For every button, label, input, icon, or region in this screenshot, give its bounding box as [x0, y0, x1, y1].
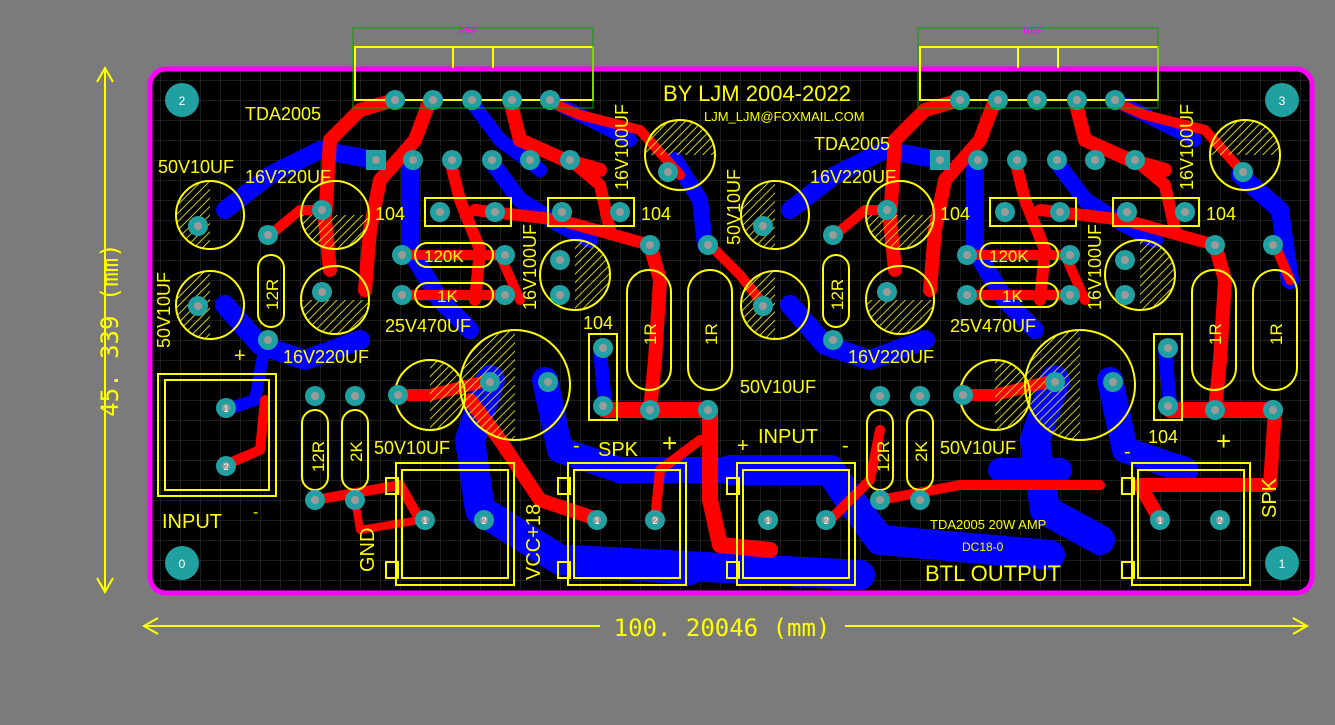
ref-outlines: REF REF [352, 26, 1159, 109]
pin-label: 1 [594, 516, 599, 526]
pin-label: 2 [652, 516, 657, 526]
cap-label-104-3: 104 [583, 313, 613, 333]
cap-label-50v10uf-2: 50V10UF [724, 169, 744, 245]
tda-label-left: TDA2005 [245, 104, 321, 124]
mounting-hole-label-1: 1 [1279, 557, 1286, 571]
ref-label-left: REF [458, 26, 478, 37]
res-label-1r-4: 1R [1267, 323, 1286, 345]
pin-label: 2 [823, 516, 828, 526]
cap-label-25v470uf-1: 25V470UF [385, 316, 471, 336]
pin-label: 2 [481, 516, 486, 526]
res-label-120k-2: 120K [989, 247, 1029, 266]
res-label-2k-2: 2K [912, 441, 931, 462]
cap-label-50v10uf-1: 50V10UF [158, 157, 234, 177]
mounting-hole-label-2: 2 [179, 94, 186, 108]
minus-sign-right: - [1124, 441, 1131, 463]
cap-label-50v10uf-5: 50V10UF [740, 377, 816, 397]
author-label: BY LJM 2004-2022 [663, 81, 851, 106]
minus-sign-center-1: - [573, 435, 580, 457]
cap-label-16v100uf-2: 16V100UF [520, 224, 540, 310]
res-label-1r-1: 1R [641, 323, 660, 345]
plus-sign-center-1: + [662, 428, 677, 458]
cap-label-16v100uf-1: 16V100UF [612, 104, 632, 190]
title-line-2: DC18-0 [962, 540, 1004, 554]
cap-label-104-6: 104 [1148, 427, 1178, 447]
title-line-1: TDA2005 20W AMP [930, 517, 1046, 532]
plus-sign-right: + [1216, 426, 1231, 456]
dimension-width [141, 617, 1310, 635]
email-label: LJM_LJM@FOXMAIL.COM [704, 109, 865, 124]
cap-label-104-2: 104 [641, 204, 671, 224]
res-label-1r-2: 1R [702, 323, 721, 345]
dimension-width-label: 100. 20046 (mm) [614, 614, 831, 642]
res-label-12r-4: 12R [874, 441, 893, 472]
pin-label: 1 [765, 516, 770, 526]
pin-label: 1 [1157, 516, 1162, 526]
pin-label: 1 [223, 404, 228, 414]
pin-label: 2 [223, 462, 228, 472]
res-label-12r-3: 12R [828, 279, 847, 310]
cap-label-16v220uf-3: 16V220UF [810, 167, 896, 187]
cap-label-16v220uf-4: 16V220UF [848, 347, 934, 367]
input-label-center: INPUT [758, 426, 818, 448]
ref-label-right: REF [1023, 26, 1043, 37]
cap-label-16v100uf-4: 16V100UF [1085, 224, 1105, 310]
spk-label-center: SPK [598, 439, 639, 461]
tda-label-right: TDA2005 [814, 134, 890, 154]
gnd-label: GND [357, 528, 379, 572]
cap-label-50v10uf-4: 50V10UF [374, 438, 450, 458]
res-label-1r-3: 1R [1206, 323, 1225, 345]
top-copper-layer [220, 93, 1295, 558]
cap-label-104-1: 104 [375, 204, 405, 224]
res-label-2k-1: 2K [347, 441, 366, 462]
cap-label-104-4: 104 [940, 204, 970, 224]
mounting-holes: 2 3 0 1 [165, 83, 1299, 580]
dimension-height-label: 45. 339 (mm) [96, 243, 124, 416]
res-label-1k-2: 1K [1002, 287, 1023, 306]
pin-label: 1 [422, 516, 427, 526]
spk-label-right: SPK [1259, 477, 1281, 518]
res-label-120k-1: 120K [424, 247, 464, 266]
mounting-hole-label-3: 3 [1279, 94, 1286, 108]
plus-sign-left: + [234, 345, 246, 367]
vcc-label: VCC+18 [523, 504, 545, 580]
plus-sign-center-2: + [737, 435, 749, 457]
input-label-left: INPUT [162, 511, 222, 533]
component-pads [188, 90, 1283, 530]
cap-label-50v10uf-3: 50V10UF [154, 272, 174, 348]
cap-label-16v100uf-3: 16V100UF [1177, 104, 1197, 190]
cap-label-50v10uf-6: 50V10UF [940, 438, 1016, 458]
res-label-1k-1: 1K [437, 287, 458, 306]
cap-label-104-5: 104 [1206, 204, 1236, 224]
silkscreen-text: BY LJM 2004-2022 LJM_LJM@FOXMAIL.COM TDA… [154, 81, 1286, 586]
mounting-hole-label-0: 0 [179, 557, 186, 571]
cap-label-16v220uf-2: 16V220UF [283, 347, 369, 367]
res-label-12r-1: 12R [263, 279, 282, 310]
cap-label-25v470uf-2: 25V470UF [950, 316, 1036, 336]
cap-label-16v220uf-1: 16V220UF [245, 167, 331, 187]
minus-sign-center-2: - [842, 435, 849, 457]
btl-output-label: BTL OUTPUT [925, 561, 1061, 586]
dimension-height [96, 65, 114, 595]
minus-sign-left: - [253, 504, 258, 521]
res-label-12r-2: 12R [309, 441, 328, 472]
pin-label: 2 [1217, 516, 1222, 526]
